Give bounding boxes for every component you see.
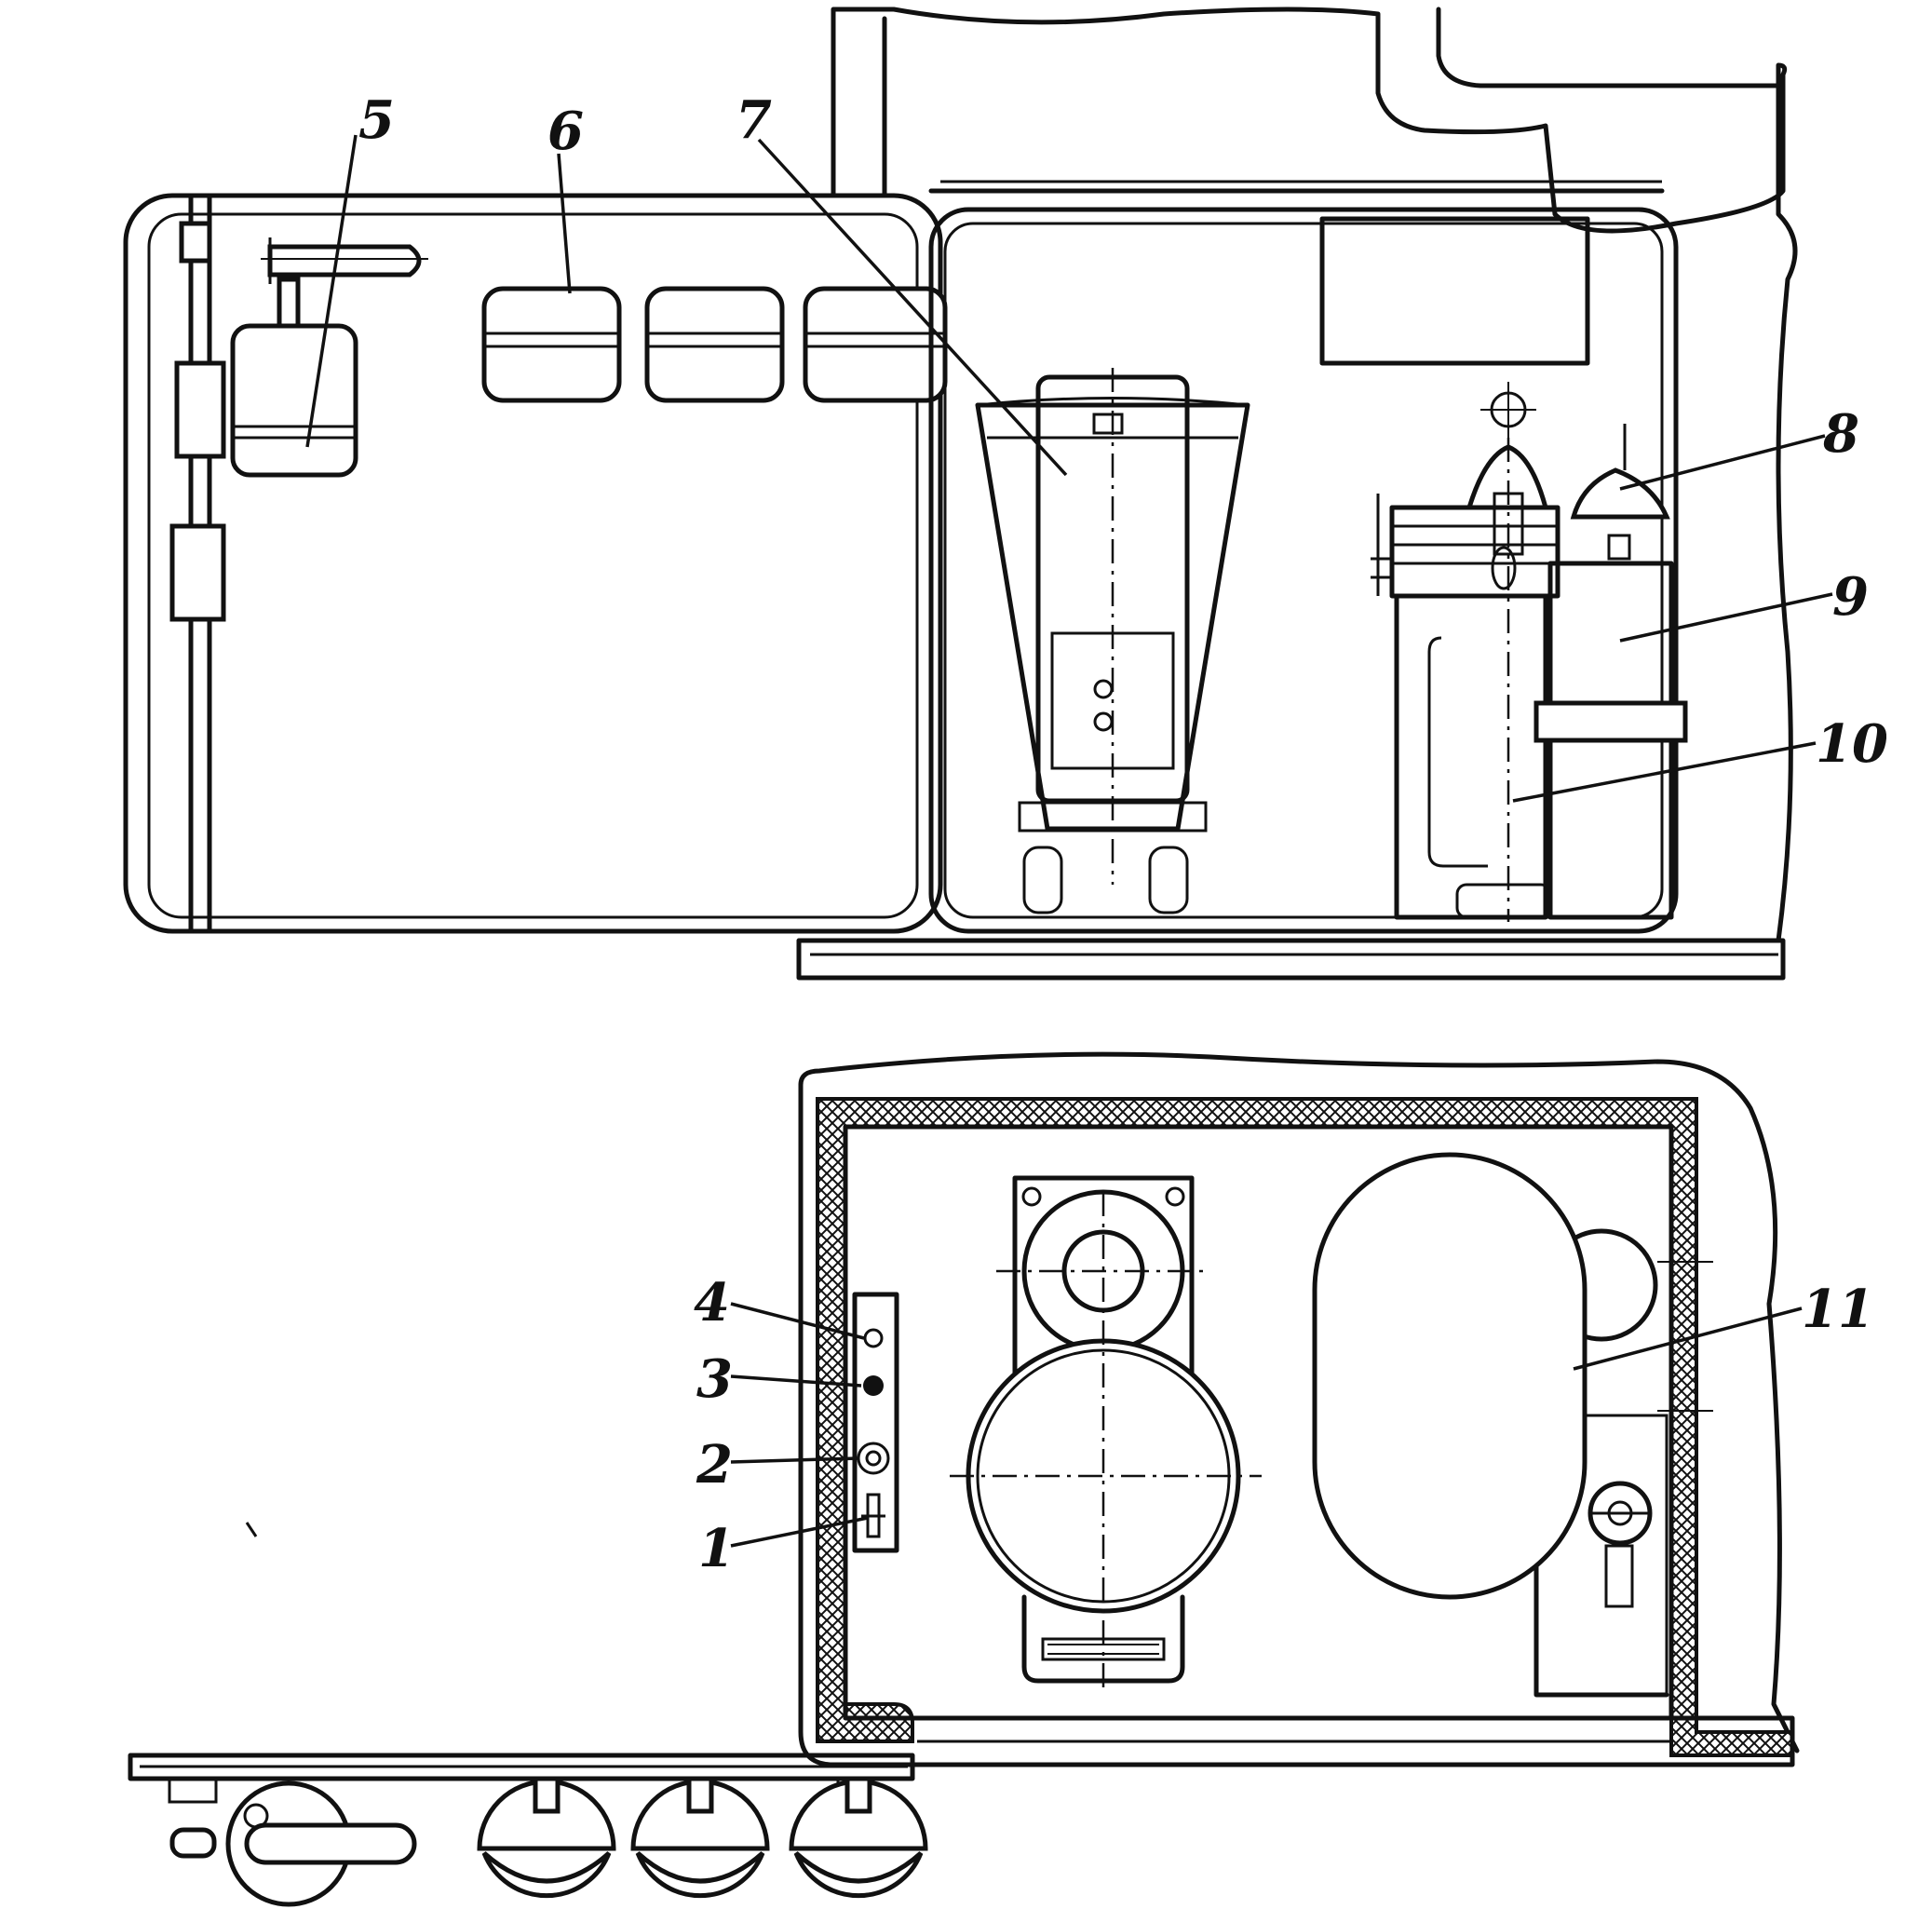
compartment-floor bbox=[796, 938, 1786, 981]
door-plan-view bbox=[128, 1753, 928, 1907]
compartment-interior bbox=[928, 207, 1679, 934]
callout-11: 11 bbox=[1573, 1279, 1874, 1371]
callout-10: 10 bbox=[1512, 713, 1888, 803]
plan-view bbox=[128, 1051, 1800, 1907]
callout-11-label: 11 bbox=[1802, 1279, 1874, 1340]
callout-10-label: 10 bbox=[1816, 713, 1888, 775]
callout-6: 6 bbox=[547, 101, 584, 294]
compressor-unit bbox=[950, 1175, 1262, 1695]
open-door-panel bbox=[123, 193, 943, 934]
wall-panel bbox=[1319, 216, 1590, 366]
callout-3: 3 bbox=[696, 1348, 862, 1410]
callout-9-label: 9 bbox=[1832, 566, 1869, 628]
callout-6-label: 6 bbox=[547, 101, 584, 162]
receiver-tank bbox=[1312, 1152, 1713, 1698]
callout-9: 9 bbox=[1619, 566, 1869, 643]
insulation-wall bbox=[816, 1097, 1794, 1757]
door-mounted-extinguisher bbox=[230, 237, 428, 478]
callout-1: 1 bbox=[698, 1516, 869, 1579]
control-panel bbox=[852, 1292, 899, 1553]
socket-2 bbox=[857, 1442, 890, 1475]
cab-wall-outline bbox=[831, 7, 1798, 943]
funnel-cart bbox=[975, 368, 1250, 914]
callout-4-label: 4 bbox=[694, 1272, 730, 1334]
callouts: 5 6 7 8 9 10 11 4 bbox=[305, 89, 1888, 1579]
side-elevation-view bbox=[123, 7, 1798, 981]
callout-1-label: 1 bbox=[698, 1518, 735, 1579]
door-hinge-bar bbox=[169, 193, 226, 934]
plan-casing-outline bbox=[798, 1051, 1800, 1753]
callout-3-label: 3 bbox=[696, 1348, 733, 1410]
callout-4: 4 bbox=[694, 1272, 865, 1340]
callout-7-label: 7 bbox=[736, 89, 772, 151]
callout-7: 7 bbox=[736, 89, 1068, 477]
callout-8-label: 8 bbox=[1822, 403, 1859, 465]
signal-lamp-3 bbox=[863, 1375, 884, 1396]
callout-5: 5 bbox=[305, 89, 395, 448]
callout-5-label: 5 bbox=[358, 89, 395, 151]
callout-8: 8 bbox=[1619, 403, 1859, 491]
callout-2: 2 bbox=[696, 1434, 859, 1496]
indicator-lamp-4 bbox=[863, 1328, 884, 1348]
callout-2-label: 2 bbox=[696, 1434, 733, 1496]
pump-assembly bbox=[1371, 382, 1688, 922]
canister-row-door bbox=[481, 286, 948, 403]
